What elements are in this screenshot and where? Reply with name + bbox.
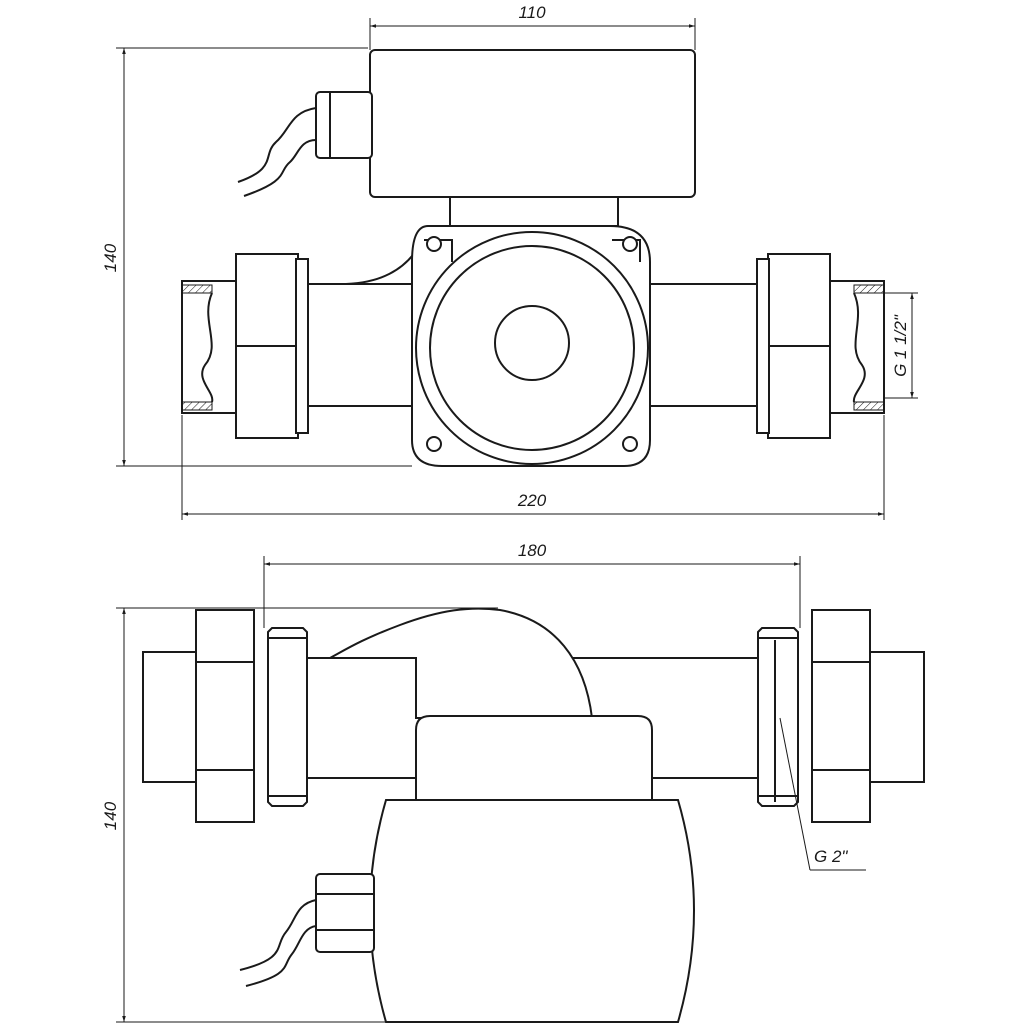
motor-neck-front bbox=[449, 195, 619, 227]
motor-box-front bbox=[369, 49, 696, 198]
bolt-hole-tr bbox=[622, 236, 638, 252]
cable-front bbox=[339, 244, 421, 285]
right-outlet-top bbox=[757, 609, 925, 823]
dim-bottom-length-label: 180 bbox=[518, 541, 547, 560]
dim-bottom-height: 140 bbox=[101, 607, 498, 1023]
dim-bottom-height-label: 140 bbox=[101, 801, 120, 830]
front-view: 110 140 220 G 1 1/2" bbox=[101, 3, 918, 520]
left-inlet-front bbox=[181, 253, 309, 439]
dim-overall-length: 220 bbox=[181, 415, 885, 520]
left-union-nut-top bbox=[195, 609, 255, 823]
right-flange-top bbox=[757, 627, 799, 807]
dim-top-height-label: 140 bbox=[101, 243, 120, 272]
dim-bottom-length: 180 bbox=[263, 541, 801, 628]
left-flange-top bbox=[267, 627, 308, 807]
cable-gland-top bbox=[239, 873, 375, 987]
volute-top bbox=[329, 607, 594, 719]
cable-gland-front bbox=[237, 91, 373, 197]
right-outlet-front bbox=[756, 253, 885, 439]
top-view: 180 140 G 2" bbox=[101, 541, 925, 1023]
dim-bottom-thread: G 2" bbox=[779, 717, 866, 871]
shaft-hub bbox=[494, 305, 570, 381]
dim-top-thread-label: G 1 1/2" bbox=[891, 314, 910, 377]
dim-overall-length-label: 220 bbox=[517, 491, 547, 510]
dim-top-width: 110 bbox=[369, 3, 696, 50]
motor-barrel-top bbox=[369, 799, 695, 1023]
housing-block-top bbox=[415, 715, 653, 801]
dim-bottom-thread-label: G 2" bbox=[814, 847, 848, 866]
dim-top-width-label: 110 bbox=[518, 3, 546, 22]
bolt-hole-br bbox=[622, 436, 638, 452]
bolt-hole-tl bbox=[426, 236, 442, 252]
right-union-nut-top bbox=[811, 609, 871, 823]
bolt-hole-bl bbox=[426, 436, 442, 452]
dim-top-height: 140 bbox=[101, 47, 412, 467]
dim-top-thread: G 1 1/2" bbox=[884, 292, 918, 399]
left-inlet-top bbox=[142, 609, 308, 823]
